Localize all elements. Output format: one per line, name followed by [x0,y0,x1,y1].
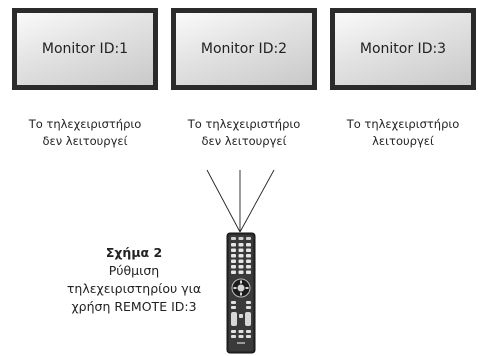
signal-line-left [206,169,241,233]
monitor-1-screen: Monitor ID:1 [17,13,153,85]
figure-title: Σχήμα 2 [105,245,163,260]
monitor-1-label: Monitor ID:1 [41,41,129,57]
signal-line-right [239,169,275,233]
monitor-3: Monitor ID:3 [330,8,476,90]
monitor-2: Monitor ID:2 [171,8,317,90]
monitor-2-screen: Monitor ID:2 [176,13,312,85]
figure-caption: Σχήμα 2 Ρύθμιση τηλεχειριστηρίου για χρή… [60,244,208,316]
monitor-2-label: Monitor ID:2 [200,41,288,57]
monitor-3-caption-line2: λειτουργεί [372,134,434,148]
figure-line2: τηλεχειριστηρίου για [66,281,202,296]
monitor-3-caption: Το τηλεχειριστήριο λειτουργεί [328,116,478,150]
monitor-1: Monitor ID:1 [12,8,158,90]
figure-line3: χρήση REMOTE ID:3 [71,299,197,314]
monitor-2-caption: Το τηλεχειριστήριο δεν λειτουργεί [169,116,319,150]
monitor-3-caption-line1: Το τηλεχειριστήριο [346,117,460,131]
monitor-2-caption-line1: Το τηλεχειριστήριο [187,117,301,131]
monitor-1-caption: Το τηλεχειριστήριο δεν λειτουργεί [10,116,160,150]
remote-control-icon [226,232,256,354]
monitor-2-caption-line2: δεν λειτουργεί [201,134,287,148]
figure-line1: Ρύθμιση [108,263,160,278]
monitor-3-screen: Monitor ID:3 [335,13,471,85]
monitor-1-caption-line1: Το τηλεχειριστήριο [28,117,142,131]
monitor-1-caption-line2: δεν λειτουργεί [42,134,128,148]
monitor-3-label: Monitor ID:3 [359,41,447,57]
